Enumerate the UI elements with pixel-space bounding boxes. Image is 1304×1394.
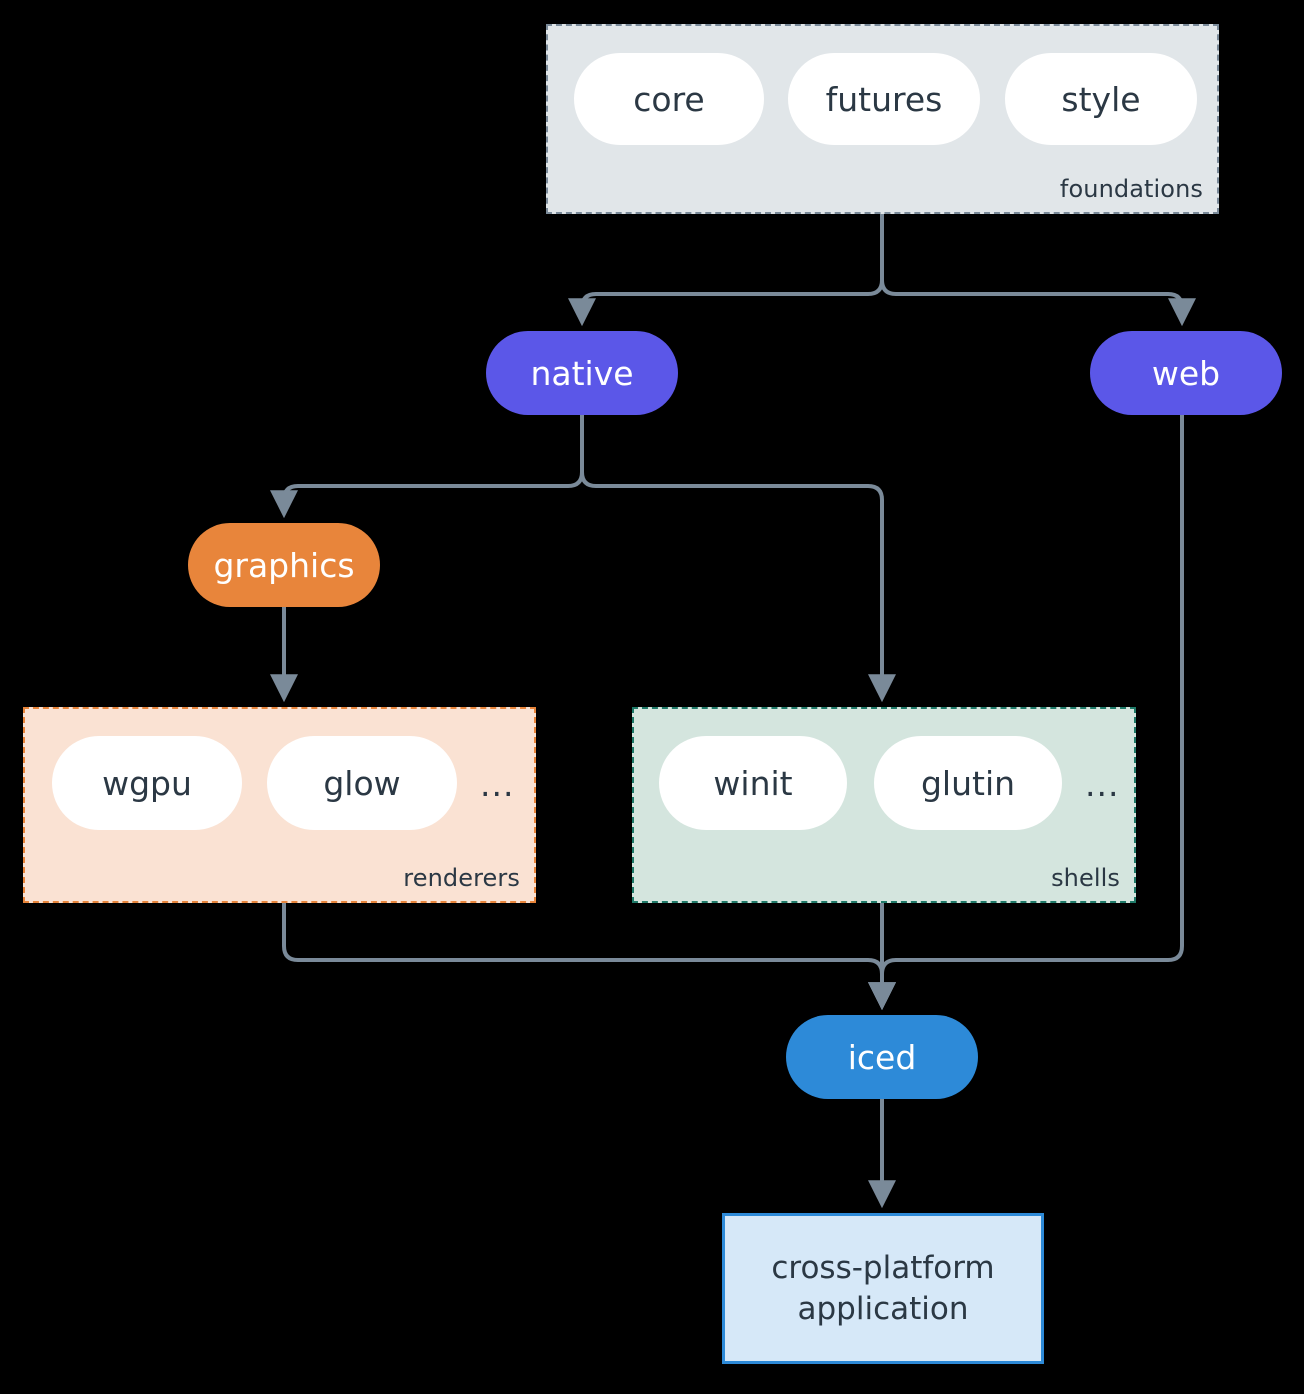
node-native-label: native: [530, 353, 634, 393]
application-label-line1: cross-platform: [771, 1249, 995, 1286]
application-label-line2: application: [797, 1290, 969, 1327]
node-iced-label: iced: [847, 1037, 917, 1077]
edge-native-graphics: [270, 415, 584, 519]
edge-foundations-web: [880, 214, 1196, 327]
pill-futures[interactable]: futures: [788, 53, 980, 145]
pill-wgpu-label: wgpu: [102, 763, 192, 803]
edge-native-shells: [580, 415, 896, 703]
shells-ellipsis: ...: [1085, 765, 1120, 804]
edge-foundations-native: [568, 214, 884, 327]
cluster-shells: shells winit glutin: [632, 707, 1136, 903]
node-iced[interactable]: iced: [786, 1015, 978, 1099]
edge-renderers-iced: [282, 903, 896, 1011]
pill-futures-label: futures: [825, 79, 943, 119]
cluster-label-renderers: renderers: [403, 864, 520, 892]
pill-winit[interactable]: winit: [659, 736, 847, 830]
pill-style-label: style: [1061, 79, 1141, 119]
node-graphics[interactable]: graphics: [188, 523, 380, 607]
pill-glow-label: glow: [323, 763, 401, 803]
pill-wgpu[interactable]: wgpu: [52, 736, 242, 830]
cluster-label-foundations: foundations: [1059, 175, 1203, 203]
pill-glow[interactable]: glow: [267, 736, 457, 830]
pill-style[interactable]: style: [1005, 53, 1197, 145]
pill-core[interactable]: core: [574, 53, 764, 145]
node-web-label: web: [1151, 353, 1221, 393]
renderers-ellipsis: ...: [480, 765, 515, 804]
cluster-foundations: foundations core futures style: [546, 24, 1219, 214]
cluster-renderers: renderers wgpu glow: [23, 707, 536, 903]
node-native[interactable]: native: [486, 331, 678, 415]
cluster-label-shells: shells: [1051, 864, 1120, 892]
pill-core-label: core: [633, 79, 705, 119]
node-web[interactable]: web: [1090, 331, 1282, 415]
pill-glutin[interactable]: glutin: [874, 736, 1062, 830]
node-graphics-label: graphics: [213, 545, 355, 585]
node-cross-platform-application[interactable]: cross-platform application: [722, 1213, 1044, 1364]
pill-glutin-label: glutin: [920, 763, 1016, 803]
pill-winit-label: winit: [713, 763, 793, 803]
